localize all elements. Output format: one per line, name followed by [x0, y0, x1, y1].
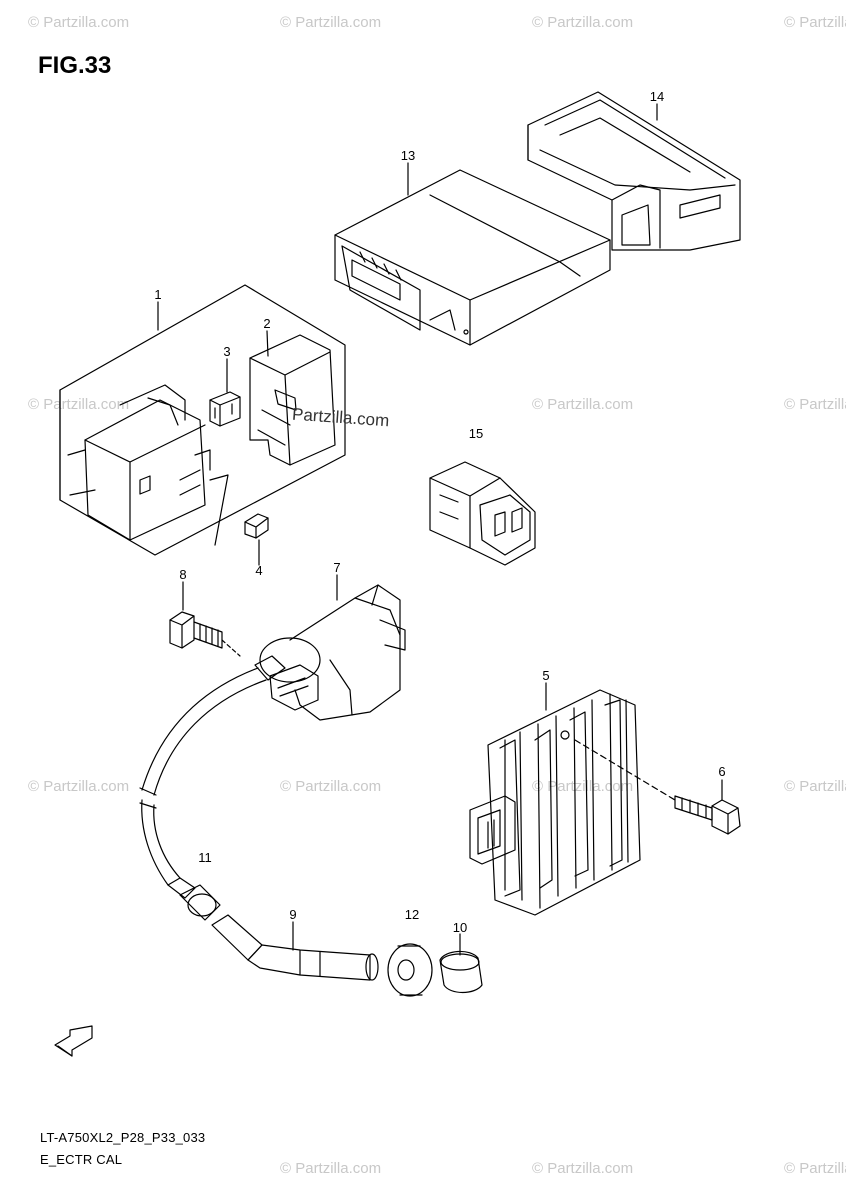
callout-7: 7	[333, 560, 341, 575]
callout-5: 5	[542, 668, 550, 683]
callout-8: 8	[179, 567, 187, 582]
callout-15: 15	[468, 426, 484, 441]
watermark: © Partzilla.com	[532, 1160, 634, 1177]
callout-12: 12	[404, 907, 420, 922]
drawing-code: LT-A750XL2_P28_P33_033	[40, 1130, 206, 1145]
watermark: © Partzilla.com	[532, 396, 634, 413]
part-14-ecm-cover	[528, 92, 740, 250]
callout-10: 10	[452, 920, 468, 935]
part-6-bolt	[575, 740, 740, 834]
watermark: © Partzilla.com	[784, 1160, 846, 1177]
callout-13: 13	[400, 148, 416, 163]
part-7-ignition-coil	[255, 585, 405, 720]
part-11-ht-cord	[140, 668, 266, 885]
figure-title: FIG.33	[38, 52, 112, 79]
part-4-bolt	[245, 514, 268, 538]
part-1-bracket-assembly	[60, 285, 345, 555]
part-5-regulator-rectifier	[470, 690, 640, 915]
watermark: © Partzilla.com	[28, 14, 130, 31]
callout-6: 6	[718, 764, 726, 779]
watermark: © Partzilla.com	[784, 778, 846, 795]
watermark: © Partzilla.com	[28, 778, 130, 795]
callout-1: 1	[154, 287, 162, 302]
watermark: © Partzilla.com	[280, 14, 382, 31]
fwd-arrow-icon	[55, 1026, 92, 1056]
callout-3: 3	[223, 344, 231, 359]
part-3-fuse	[210, 392, 240, 426]
part-8-bolt	[170, 612, 240, 656]
callout-11: 11	[198, 850, 212, 865]
part-12-washer	[388, 944, 432, 996]
part-9-plug-cap	[168, 878, 378, 980]
part-13-ecm	[335, 170, 610, 345]
watermark: © Partzilla.com	[280, 778, 382, 795]
watermark: © Partzilla.com	[280, 1160, 382, 1177]
watermark: © Partzilla.com	[784, 396, 846, 413]
section-name: E_ECTR CAL	[40, 1152, 123, 1167]
leader-line	[267, 331, 268, 356]
part-15-sensor	[430, 462, 535, 565]
callout-4: 4	[255, 563, 263, 578]
watermark: © Partzilla.com	[28, 396, 130, 413]
part-10-grommet	[440, 951, 482, 992]
callout-14: 14	[649, 89, 665, 104]
callout-9: 9	[289, 907, 297, 922]
part-2-relay-holder	[250, 335, 335, 465]
watermark: © Partzilla.com	[532, 14, 634, 31]
watermark: © Partzilla.com	[784, 14, 846, 31]
callout-2: 2	[263, 316, 271, 331]
